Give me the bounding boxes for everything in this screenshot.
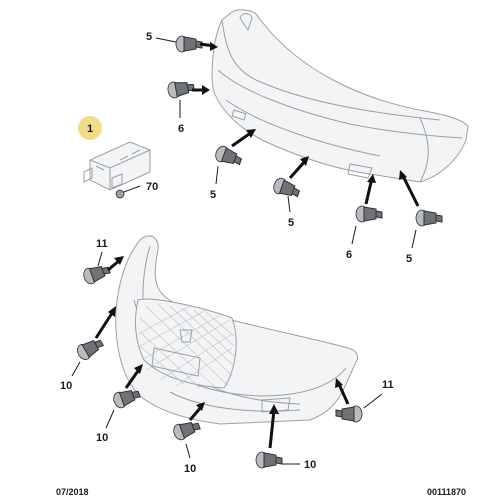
- rear-left-side-sensor[interactable]: [166, 78, 210, 118]
- callout-front-left-side-sensor: 10: [60, 380, 72, 392]
- rear-center-left-sensor[interactable]: [213, 129, 256, 185]
- front-lower-left-sensor[interactable]: [105, 364, 143, 429]
- parking-control-unit[interactable]: [83, 141, 151, 191]
- diagram-reference: 00111870: [426, 487, 466, 497]
- front-right-sensor[interactable]: [335, 378, 383, 423]
- rear-bumper: [211, 9, 469, 183]
- front-center-right-sensor[interactable]: [255, 404, 300, 469]
- callout-front-right-sensor: 11: [382, 379, 394, 391]
- callout-badge: [78, 116, 102, 140]
- emblem: [179, 329, 193, 343]
- front-left-side-sensor[interactable]: [71, 306, 116, 377]
- callout-rear-left-side-sensor: 6: [178, 123, 184, 135]
- callout-ecu: 1: [78, 116, 102, 140]
- callout-rear-center-sensor: 5: [288, 217, 294, 229]
- callout-front-center-right-sensor: 10: [304, 459, 316, 471]
- callout-rear-right-sensor: 5: [406, 253, 412, 265]
- callout-front-center-left-sensor: 10: [184, 463, 196, 475]
- front-upper-left-sensor[interactable]: [81, 251, 124, 287]
- front-bumper: [115, 235, 359, 425]
- ecu-screw[interactable]: [115, 185, 141, 199]
- rear-top-sensor[interactable]: [155, 35, 218, 53]
- rear-center-sensor[interactable]: [271, 156, 309, 213]
- callout-front-lower-left-sensor: 10: [96, 432, 108, 444]
- callout-rear-top-sensor: 5: [146, 31, 152, 43]
- rear-right-side-sensor[interactable]: [351, 174, 383, 245]
- callout-number: 1: [87, 123, 93, 135]
- callout-rear-right-side-sensor: 6: [346, 249, 352, 261]
- diagram-date: 07/2018: [56, 487, 89, 497]
- front-center-left-sensor[interactable]: [171, 402, 205, 459]
- callout-ecu-screw: 70: [146, 181, 158, 193]
- callout-front-upper-left-sensor: 11: [96, 238, 108, 250]
- callout-rear-center-left-sensor: 5: [210, 189, 216, 201]
- rear-right-sensor[interactable]: [399, 170, 443, 249]
